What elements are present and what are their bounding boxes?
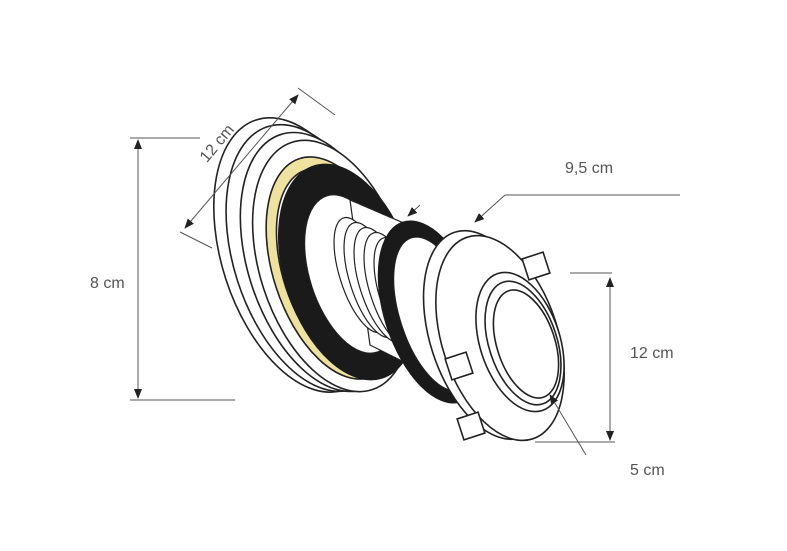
dimension-label-height: 8 cm: [90, 275, 125, 292]
dimension-label-thread-depth: 5 cm: [630, 462, 665, 479]
nut: [422, 229, 565, 442]
dimension-label-gasket-width: 9,5 cm: [565, 160, 614, 177]
dimension-lines: [130, 87, 680, 456]
dimension-label-nut-diameter: 12 cm: [630, 345, 674, 362]
